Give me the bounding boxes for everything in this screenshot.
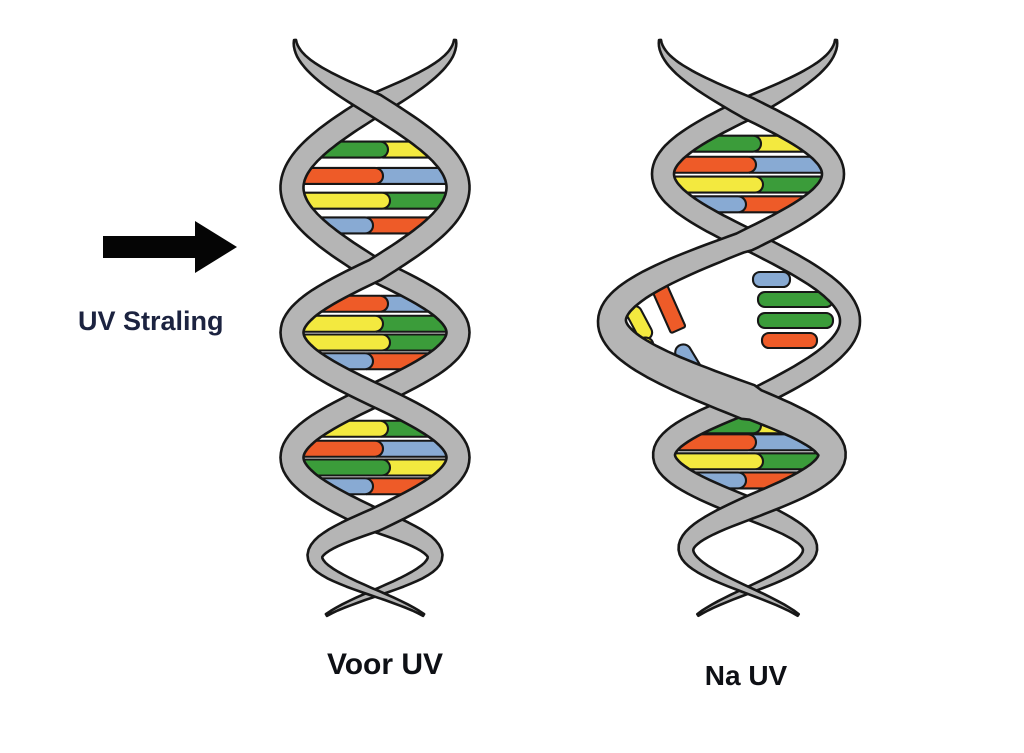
- voor-uv-label: Voor UV: [326, 648, 444, 681]
- uv-straling-label: UV Straling: [78, 306, 224, 336]
- arrow-right-icon: [103, 221, 237, 273]
- uv-arrow: [103, 221, 239, 273]
- dna-helix-before-illustration: [279, 38, 471, 618]
- dna-helix-after-illustration: [596, 38, 862, 618]
- na-uv-label: Na UV: [704, 660, 788, 691]
